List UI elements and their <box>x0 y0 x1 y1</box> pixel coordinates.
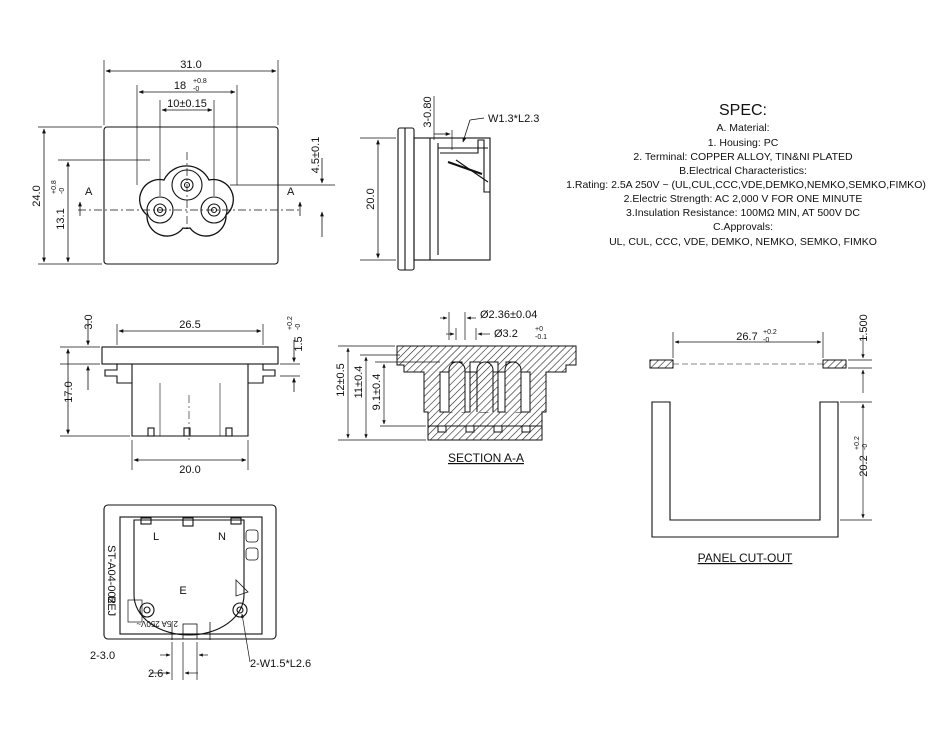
dim-axis-offset: 4.5±0.1 <box>310 137 322 174</box>
dim-hole-large-tol-lower: -0.1 <box>535 334 547 341</box>
dim-cutout-width-tol-upper: +0.2 <box>763 329 777 336</box>
dim-offset-tol-lower: -0 <box>295 324 302 330</box>
section-caption: SECTION A-A <box>448 451 524 465</box>
bottom-label-n: N <box>218 531 226 543</box>
front-view <box>38 60 335 265</box>
dim-cutout-width-tol-lower: -0 <box>763 337 769 344</box>
dim-depth-1: 12±0.5 <box>335 363 347 397</box>
dim-panel-thickness: 1.500 <box>858 314 870 342</box>
section-mark-left: A <box>85 186 93 198</box>
dim-hole-small: Ø2.36±0.04 <box>480 309 537 321</box>
spec-title: SPEC: <box>719 102 767 119</box>
dim-height-to-axis-tol-upper: +0.8 <box>51 180 58 194</box>
spec-line: 1.Rating: 2.5A 250V ~ (UL,CUL,CCC,VDE,DE… <box>566 179 926 191</box>
dim-terminal-size: 2-W1.5*L2.6 <box>250 658 311 670</box>
spec-line: 2. Terminal: COPPER ALLOY, TIN&NI PLATED <box>633 151 853 163</box>
dim-slot-spacing: 2-3.0 <box>90 650 115 662</box>
dim-body-width: 26.5 <box>179 319 200 331</box>
dim-width-mid: 18 <box>174 80 186 92</box>
dim-slot-width: 2.6 <box>148 668 163 680</box>
spec-line: C.Approvals: <box>713 221 773 233</box>
bottom-rating-marking: 2.5A 250V~ <box>136 619 178 628</box>
dim-cutout-height-tol-upper: +0.2 <box>854 436 861 450</box>
side-view <box>360 96 491 271</box>
spec-line: 3.Insulation Resistance: 100MΩ MIN, AT 5… <box>626 207 860 219</box>
dim-height-to-axis-tol-lower: -0 <box>59 188 66 194</box>
dim-offset-tol-upper: +0.2 <box>287 316 294 330</box>
dim-width-mid-tol-lower: -0 <box>193 86 199 93</box>
dim-hole-large: Ø3.2 <box>494 328 518 340</box>
dim-depth-3: 9.1±0.4 <box>371 374 383 411</box>
elevation-view <box>60 320 300 470</box>
bottom-label-l: L <box>153 531 159 543</box>
spec-line: A. Material: <box>716 122 769 134</box>
dim-cutout-width: 26.7 <box>736 331 757 343</box>
dim-width-overall: 31.0 <box>180 59 201 71</box>
dim-elevation-height: 17.0 <box>63 381 75 402</box>
spec-line: 1. Housing: PC <box>708 137 779 149</box>
dim-offset: 1.5 <box>293 336 305 351</box>
spec-line: B.Electrical Characteristics: <box>679 165 807 177</box>
bottom-view <box>103 504 277 680</box>
dim-hole-large-tol-upper: +0 <box>535 326 543 333</box>
dim-base-width: 20.0 <box>179 464 200 476</box>
dim-pin-spacing: 3-0.80 <box>422 96 434 127</box>
bottom-marking: BEJ <box>105 596 117 616</box>
cutout-view <box>649 332 872 538</box>
dim-cutout-height: 20.2 <box>858 455 870 476</box>
spec-line: 2.Electric Strength: AC 2,000 V FOR ONE … <box>624 193 863 205</box>
dim-width-mid-tol-upper: +0.8 <box>193 78 207 85</box>
dim-pin-size: W1.3*L2.3 <box>488 113 539 125</box>
cutout-caption: PANEL CUT-OUT <box>698 551 793 565</box>
dim-pin-pitch: 10±0.15 <box>167 98 207 110</box>
dim-depth-2: 11±0.4 <box>353 366 365 399</box>
dim-flange-thickness: 3.0 <box>83 314 95 329</box>
bottom-part-number: ST-A04-002 <box>105 545 117 604</box>
spec-line: UL, CUL, CCC, VDE, DEMKO, NEMKO, SEMKO, … <box>609 236 877 248</box>
dim-height-to-axis: 13.1 <box>55 208 67 229</box>
dim-height-overall: 24.0 <box>31 185 43 206</box>
dim-side-height: 20.0 <box>365 188 377 209</box>
bottom-label-e: E <box>179 585 186 597</box>
section-mark-right: A <box>287 186 295 198</box>
section-view <box>338 312 577 441</box>
dim-cutout-height-tol-lower: -0 <box>862 444 869 450</box>
